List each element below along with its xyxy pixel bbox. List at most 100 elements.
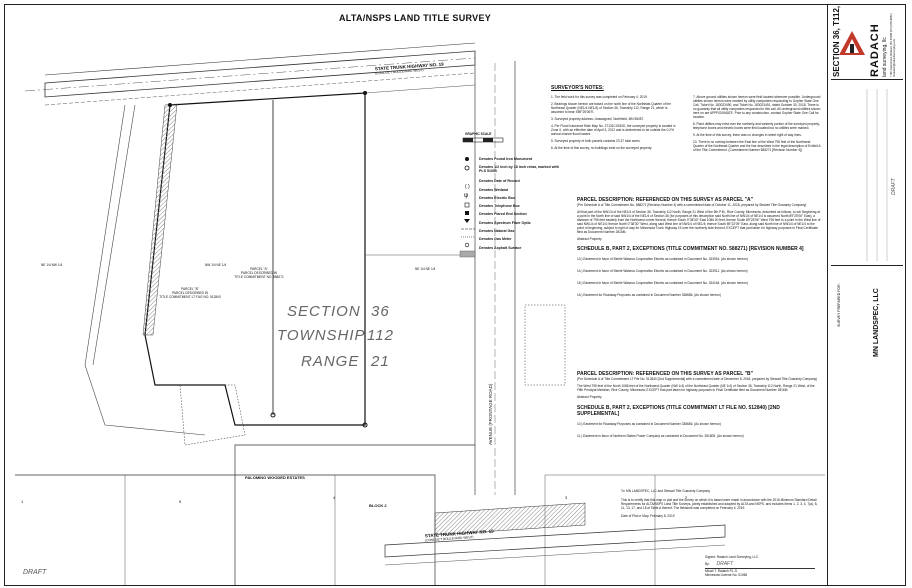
- notes-heading: SURVEYOR'S NOTES:: [551, 85, 604, 91]
- iron-monument-icon: [465, 157, 469, 161]
- quarter-label-mid: NW 1/4 NE 1/4: [205, 263, 227, 267]
- company-contact: 7780 Sawmill Ave Webster, MN 55088 (507)…: [890, 13, 896, 77]
- quarter-label-left: NE 1/4 NW 1/4: [41, 263, 63, 267]
- estates-label: PALOMINO WOODED ESTATES: [245, 475, 305, 480]
- note: 5. Surveyed property of both parcels con…: [551, 139, 641, 143]
- asphalt-icon: [459, 250, 476, 258]
- tract-lines: [364, 84, 476, 256]
- parcel-b-section: PARCEL DESCRIPTION: REFERENCED ON THIS S…: [577, 371, 821, 446]
- highway-bottom-row: [384, 544, 726, 566]
- by-label: By:: [705, 562, 710, 566]
- wetland-icon: ψ: [464, 193, 468, 199]
- electric-box-icon: [464, 202, 470, 208]
- lot-2: 2: [685, 495, 688, 500]
- exception: 10.) Easement for Roadway Purposes as co…: [577, 422, 721, 426]
- title-block: RADACH land surveying, llc 7780 Sawmill …: [827, 4, 905, 585]
- legend-item: Denotes Gas Meter: [479, 237, 512, 242]
- parcel-b-exceptions: 10.) Easement for Roadway Purposes as co…: [577, 422, 821, 438]
- parcel-a-exceptions: 13.) Easement in favor of Steele Waseca …: [577, 257, 821, 297]
- graphic-scale-fill: [463, 138, 473, 142]
- frontage-road: [474, 61, 516, 495]
- surveyor-name: Micah T. Radach P.L.S.: [705, 568, 815, 573]
- note: 6. At the time of this survey, no buildi…: [551, 146, 653, 150]
- exception: 16.) Easement for Roadway Purposes as co…: [577, 293, 721, 297]
- note: 2. Bearings shown hereon are based on th…: [551, 102, 671, 114]
- corner-monument: [270, 412, 276, 418]
- lot-lines: [15, 444, 475, 585]
- drawing-title: ALTA/NSPS LAND TITLE SURVEY: [338, 13, 492, 23]
- survey-map: ( ) ψ: [15, 42, 825, 585]
- client-panel: SURVEY PREPARED FOR: MN LANDSPEC, LLC: [831, 267, 903, 487]
- notes-col1: 1. The field work for this survey was co…: [551, 95, 681, 153]
- title-block-draft: DRAFT: [891, 178, 897, 195]
- radach-logo-icon: [839, 31, 865, 55]
- township-number: 112: [367, 327, 394, 344]
- signature-draft: DRAFT: [716, 561, 734, 567]
- parcel-a-label: PARCEL "A" PARCEL DESCRIBED IN TITLE COM…: [234, 267, 284, 279]
- legend-item: Denotes 1/2 inch by 18 inch rebar, marke…: [479, 165, 559, 174]
- signed-by: Signed: Radach Land Surveying, LLC: [705, 555, 759, 559]
- highway-bottom-hatch: [434, 502, 586, 536]
- exception: 11.) Easement in favor of Northern State…: [577, 434, 744, 438]
- certification: To: MN LANDSPEC, LLC and Stewart Title G…: [621, 489, 821, 518]
- record-icon: ( ): [465, 184, 470, 190]
- parcel-a-intro: (Per Schedule A of Title Commitment No. …: [577, 203, 807, 207]
- easement-right: [524, 304, 566, 386]
- legend-item: Denotes Wetland: [479, 187, 509, 192]
- logo-panel: RADACH land surveying, llc 7780 Sawmill …: [831, 9, 903, 80]
- highway-bottom-band: [384, 524, 726, 558]
- parcel-b-body: The West 795 feet of the North 1086 feet…: [577, 384, 815, 392]
- note: 8. Plant utilities may exist over the no…: [693, 122, 820, 130]
- quarter-label-lower: NE 1/4 NE 1/4: [415, 267, 436, 271]
- exception: 15.) Easement in favor of Steele Waseca …: [577, 281, 748, 285]
- note: 3. Surveyed property address: Unassigned…: [551, 117, 645, 121]
- graphic-scale-fill2: [483, 138, 493, 142]
- gas-meter-icon: [464, 242, 470, 248]
- road-diagonal: [84, 104, 136, 366]
- easement-area: [179, 384, 246, 446]
- rebar-icon: [464, 165, 470, 171]
- parcel-boundary: [144, 92, 366, 426]
- road-label: AVENUE (FRONTAGE ROAD): [488, 383, 493, 445]
- legend-item: Denotes Electric Box: [479, 195, 515, 200]
- lot-4: 4: [333, 495, 336, 500]
- notes-col2: 7. Above ground utilities shown hereon w…: [693, 95, 821, 155]
- client-name: MN LANDSPEC, LLC: [873, 288, 880, 357]
- cert-to: To: MN LANDSPEC, LLC and Stewart Title G…: [621, 489, 710, 493]
- legend-item: Denotes Asphalt Surface: [479, 245, 522, 250]
- company-sub: land surveying, llc: [882, 37, 888, 77]
- cert-body: This is to certify that this map or plat…: [621, 498, 818, 510]
- lot-lines-secondary: [124, 474, 825, 585]
- client-label: SURVEY PREPARED FOR:: [837, 283, 841, 327]
- parcel-b-label: PARCEL "B" PARCEL DESCRIBED IN TITLE COM…: [159, 287, 221, 299]
- revision-table: [866, 89, 888, 261]
- legend-item: Denotes Flared End Section: [479, 212, 527, 217]
- parcel-a-exc-heading: SCHEDULE B, PART 2, EXCEPTIONS (TITLE CO…: [577, 246, 804, 252]
- surveyor-license: Minnesota License No. 51056: [705, 573, 748, 577]
- lot-3: 3: [565, 495, 568, 500]
- note: 10. There is no overlap between the East…: [693, 140, 821, 152]
- parcel-a-heading: PARCEL DESCRIPTION: REFERENCED ON THIS S…: [577, 197, 753, 203]
- parcel-b-intro: (Per Schedule A of Title Commitment LT F…: [577, 377, 818, 381]
- section-title: SECTION 36, T112, R21: [832, 4, 841, 77]
- highway-top-line: [44, 42, 476, 76]
- legend-item: Denotes Spectrum Fiber Optic: [479, 220, 531, 225]
- company-name: RADACH: [869, 23, 881, 77]
- note: 7. Above ground utilities shown hereon w…: [693, 95, 821, 119]
- legend-item: Denotes Date of Record: [479, 179, 520, 184]
- parcel-b-exc-heading: SCHEDULE B, PART 2, EXCEPTIONS (TITLE CO…: [577, 405, 780, 417]
- township-word: TOWNSHIP: [277, 327, 366, 344]
- draft-footer: DRAFT: [23, 569, 47, 576]
- parcel-b-heading: PARCEL DESCRIPTION: REFERENCED ON THIS S…: [577, 371, 753, 377]
- flared-end-icon: [464, 219, 470, 223]
- parcel-b-footer: Abstract Property: [577, 395, 602, 399]
- survey-sheet: ALTA/NSPS LAND TITLE SURVEY: [4, 4, 906, 586]
- parcel-a-footer: Abstract Property: [577, 237, 602, 241]
- legend-item: Denotes Found Iron Monument: [479, 157, 533, 161]
- legend-item: Denotes Telephone Box: [479, 204, 520, 209]
- note: 9. At the time of this survey, there was…: [693, 133, 802, 137]
- telephone-box-icon: [465, 211, 469, 215]
- note: 4. Per Flood Insurance Rate Map No. 2713…: [551, 124, 676, 136]
- parcel-a-section: PARCEL DESCRIPTION: REFERENCED ON THIS S…: [577, 197, 821, 305]
- corner-monument: [363, 91, 367, 95]
